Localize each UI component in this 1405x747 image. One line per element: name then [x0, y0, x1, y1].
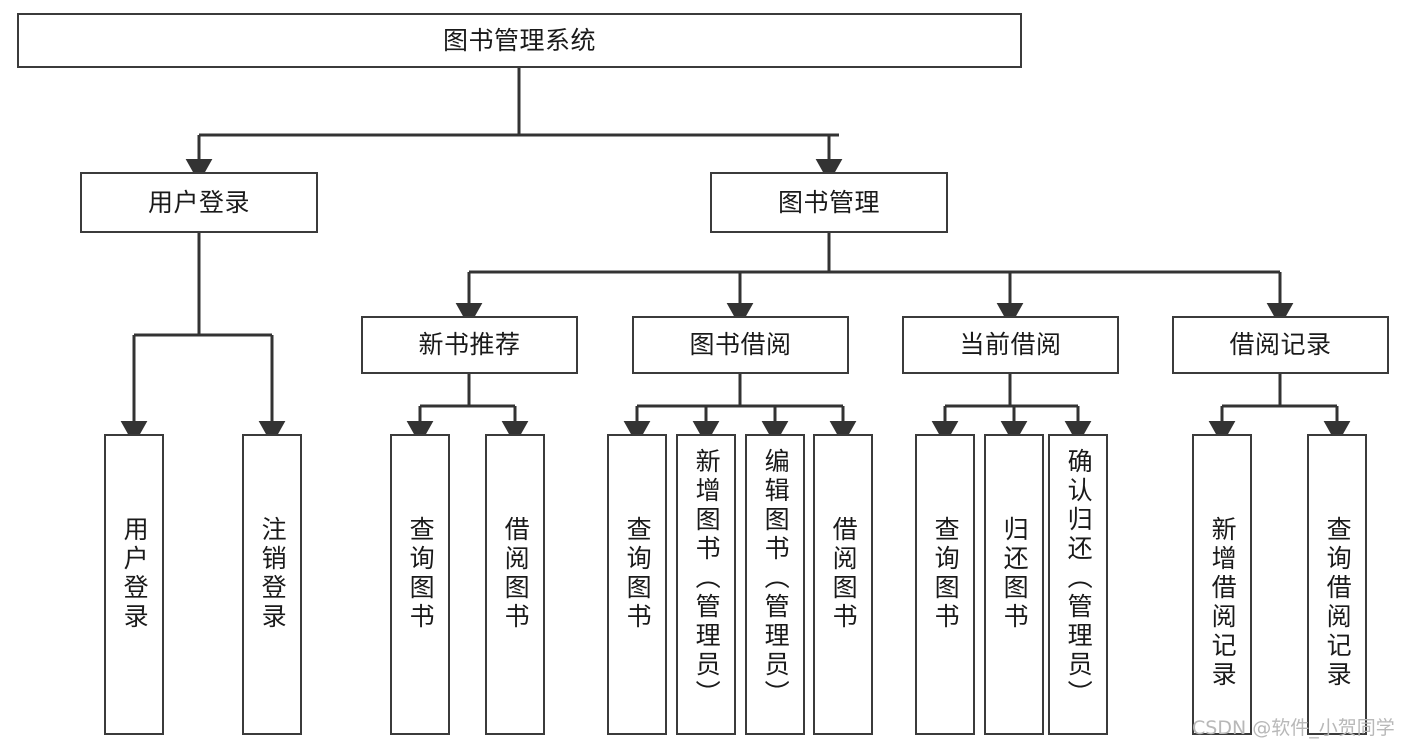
node-borrow-records[interactable]: 借阅记录 — [1172, 316, 1389, 374]
leaf-query-book-recommend[interactable]: 查询图书 — [390, 434, 450, 735]
node-label: 借阅图书 — [501, 516, 531, 632]
node-label: 注销登录 — [258, 516, 288, 632]
leaf-query-book-current[interactable]: 查询图书 — [915, 434, 975, 735]
node-book-management[interactable]: 图书管理 — [710, 172, 948, 233]
node-label: 用户登录 — [120, 516, 150, 632]
watermark: CSDN @软件_小贺同学 — [1192, 717, 1395, 739]
node-label: 当前借阅 — [959, 330, 1062, 360]
leaf-borrow-book-recommend[interactable]: 借阅图书 — [485, 434, 545, 735]
leaf-query-book-borrow[interactable]: 查询图书 — [607, 434, 667, 735]
node-label: 图书管理 — [777, 187, 880, 217]
leaf-borrow-book[interactable]: 借阅图书 — [813, 434, 873, 735]
node-label: 新增图书（管理员） — [692, 448, 722, 709]
node-label: 新增借阅记录 — [1208, 516, 1238, 690]
node-current-borrow[interactable]: 当前借阅 — [902, 316, 1119, 374]
node-user-login[interactable]: 用户登录 — [80, 172, 318, 233]
node-label: 借阅记录 — [1229, 330, 1332, 360]
node-label: 借阅图书 — [829, 516, 859, 632]
node-label: 查询图书 — [931, 516, 961, 632]
leaf-logout-login[interactable]: 注销登录 — [242, 434, 302, 735]
leaf-query-borrow-record[interactable]: 查询借阅记录 — [1307, 434, 1367, 735]
node-book-borrow[interactable]: 图书借阅 — [632, 316, 849, 374]
leaf-return-book[interactable]: 归还图书 — [984, 434, 1044, 735]
node-label: 图书管理系统 — [442, 25, 596, 55]
leaf-add-borrow-record[interactable]: 新增借阅记录 — [1192, 434, 1252, 735]
node-label: 新书推荐 — [418, 330, 521, 360]
node-label: 编辑图书（管理员） — [761, 448, 791, 709]
node-root-system[interactable]: 图书管理系统 — [17, 13, 1022, 68]
node-label: 图书借阅 — [689, 330, 792, 360]
node-label: 查询借阅记录 — [1323, 516, 1353, 690]
node-new-book-recommend[interactable]: 新书推荐 — [361, 316, 578, 374]
leaf-user-login[interactable]: 用户登录 — [104, 434, 164, 735]
leaf-confirm-return-admin[interactable]: 确认归还（管理员） — [1048, 434, 1108, 735]
node-label: 确认归还（管理员） — [1064, 448, 1094, 709]
node-label: 归还图书 — [1000, 516, 1030, 632]
leaf-edit-book-admin[interactable]: 编辑图书（管理员） — [745, 434, 805, 735]
node-label: 用户登录 — [147, 187, 250, 217]
leaf-add-book-admin[interactable]: 新增图书（管理员） — [676, 434, 736, 735]
node-label: 查询图书 — [406, 516, 436, 632]
node-label: 查询图书 — [623, 516, 653, 632]
